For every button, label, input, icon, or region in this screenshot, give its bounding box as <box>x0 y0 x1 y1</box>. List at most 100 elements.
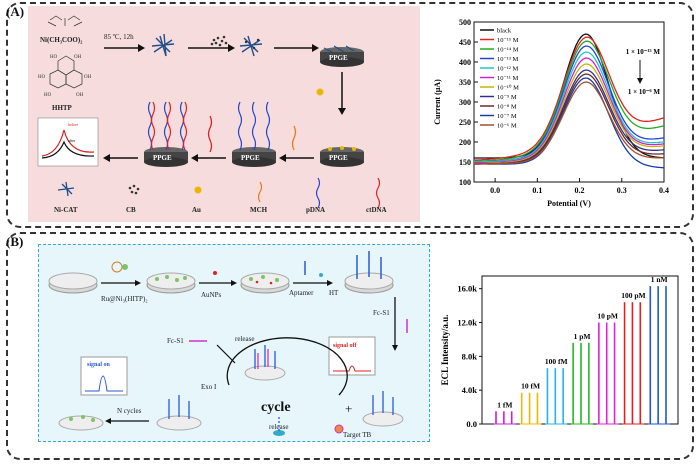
bottom-electrode <box>273 415 285 436</box>
bare-electrode <box>48 272 98 294</box>
svg-text:ctDNA: ctDNA <box>366 206 387 214</box>
y-tick-label: 450 <box>459 38 471 47</box>
plus-sign: + <box>345 401 352 416</box>
legend-label: 10⁻¹⁰ M <box>497 84 519 92</box>
cycle-label: cycle <box>261 400 291 415</box>
x-tick-label: 0.4 <box>659 186 669 195</box>
ni-salt-label: Ni(CH₃COO)₂ <box>40 36 82 44</box>
y-tick-label: 500 <box>459 18 471 27</box>
annotation-top: 1 × 10⁻¹⁵ M <box>626 48 661 56</box>
mch-strand <box>291 125 297 151</box>
legend-label: 10⁻⁶ M <box>497 123 517 130</box>
inset-dpv-plot: before after <box>37 117 99 167</box>
electrode-2: PPGE <box>320 146 364 167</box>
svg-text:Ni-CAT: Ni-CAT <box>54 206 78 214</box>
central-electrode <box>244 345 286 381</box>
svg-text:HO: HO <box>44 93 52 98</box>
concentration-label: 100 pM <box>621 291 645 300</box>
y-axis-label: ECL Intensity/a.u. <box>440 315 450 386</box>
ncycles-label: N cycles <box>117 407 142 415</box>
series-line <box>474 51 665 163</box>
x-axis-label: Potential (V) <box>547 199 591 208</box>
ht-label: HT <box>329 289 339 297</box>
svg-text:OH: OH <box>76 93 84 98</box>
ni-salt-structure <box>47 15 83 27</box>
legend-label: 10⁻⁸ M <box>497 104 517 111</box>
svg-text:OH: OH <box>84 75 92 80</box>
svg-text:Au: Au <box>192 206 201 214</box>
x-tick-label: 0.1 <box>532 186 542 195</box>
svg-text:PPGE: PPGE <box>329 54 348 62</box>
y-tick-label: 4.0k <box>462 385 478 395</box>
legend-label: 10⁻¹⁴ M <box>497 47 519 54</box>
y-tick-label: 150 <box>459 158 471 167</box>
y-tick-label: 16.0k <box>457 284 477 294</box>
cb-particles <box>210 35 228 47</box>
hhtp-label: HHTP <box>52 104 73 112</box>
fcs1-label: Fc-S1 <box>373 309 390 317</box>
cycle-arrow <box>226 337 348 396</box>
scheme-legend-labels: Ni-CAT CB Au MCH pDNA ctDNA <box>54 206 387 214</box>
svg-text:PPGE: PPGE <box>153 154 172 162</box>
fcs1-left-label: Fc-S1 <box>167 337 184 345</box>
svg-text:after: after <box>68 138 76 143</box>
concentration-label: 1 fM <box>497 400 512 409</box>
aunps-electrode <box>240 272 290 294</box>
panel-b-scheme: Ru@Ni₃(HITP)₂ AuNPs Aptamer HT <box>38 244 430 442</box>
concentration-label: 100 fM <box>545 357 568 366</box>
electrode-1: PPGE <box>320 45 364 67</box>
x-tick-label: 0.3 <box>617 186 627 195</box>
panel-a <box>6 2 694 228</box>
exo-label: Exo I <box>201 383 217 391</box>
y-tick-label: 12.0k <box>457 318 477 328</box>
legend-label: 10⁻¹³ M <box>497 56 518 63</box>
svg-text:OH: OH <box>74 55 82 60</box>
y-tick-label: 0.0 <box>466 419 477 429</box>
svg-text:HO: HO <box>50 55 58 60</box>
svg-text:PPGE: PPGE <box>329 154 348 162</box>
hhtp-structure <box>49 55 83 89</box>
annotation-bottom: 1 × 10⁻⁶ M <box>628 88 661 96</box>
target-tb-icon <box>334 424 344 434</box>
au-particle-icon <box>316 88 324 96</box>
signal-on-box: signal on <box>80 356 128 396</box>
electrode-3: PPGE <box>232 101 276 167</box>
signal-off-box: signal off <box>328 336 376 376</box>
series-line <box>474 36 665 161</box>
legend-label: 10⁻⁹ M <box>497 94 517 101</box>
legend-label: black <box>497 28 512 35</box>
panel-a-scheme: Ni(CH₃COO)₂ HO OH HO OH HO OH HHTP 85 ºC, 1… <box>28 6 420 222</box>
svg-text:before: before <box>68 122 78 127</box>
aunps-label: AuNPs <box>201 291 222 299</box>
ru-label: Ru@Ni₃(HITP)₂ <box>101 295 148 303</box>
svg-text:pDNA: pDNA <box>306 206 325 214</box>
legend-label: 10⁻⁷ M <box>497 113 517 120</box>
concentration-label: 10 pM <box>597 312 618 321</box>
series-line <box>474 57 665 164</box>
aptamer-label: Aptamer <box>289 289 314 297</box>
panel-b-scheme-svg: Ru@Ni₃(HITP)₂ AuNPs Aptamer HT <box>48 251 408 439</box>
left-electrode-1 <box>58 415 104 431</box>
y-tick-label: 250 <box>459 118 471 127</box>
left-electrode-2 <box>156 395 202 431</box>
mof-electrode <box>146 272 196 294</box>
condition-label: 85 ºC, 12h <box>104 33 134 41</box>
concentration-label: 1 nM <box>651 275 668 284</box>
ru-mof-icon <box>111 261 128 273</box>
svg-text:CB: CB <box>126 206 136 214</box>
ctdna-strand <box>207 115 213 153</box>
target-electrode <box>362 391 404 427</box>
x-tick-label: 0.2 <box>575 186 585 195</box>
series-line <box>474 81 665 165</box>
y-tick-label: 200 <box>459 138 471 147</box>
panel-a-label: (A) <box>6 4 25 19</box>
y-tick-label: 300 <box>459 98 471 107</box>
ni-cat-cb-cluster <box>239 35 263 57</box>
svg-text:HO: HO <box>38 75 46 80</box>
legend-label: 10⁻¹² M <box>497 66 518 73</box>
x-tick-label: 0.0 <box>490 186 500 195</box>
y-tick-label: 100 <box>459 178 471 187</box>
y-tick-label: 8.0k <box>462 351 478 361</box>
series-line <box>474 40 665 162</box>
